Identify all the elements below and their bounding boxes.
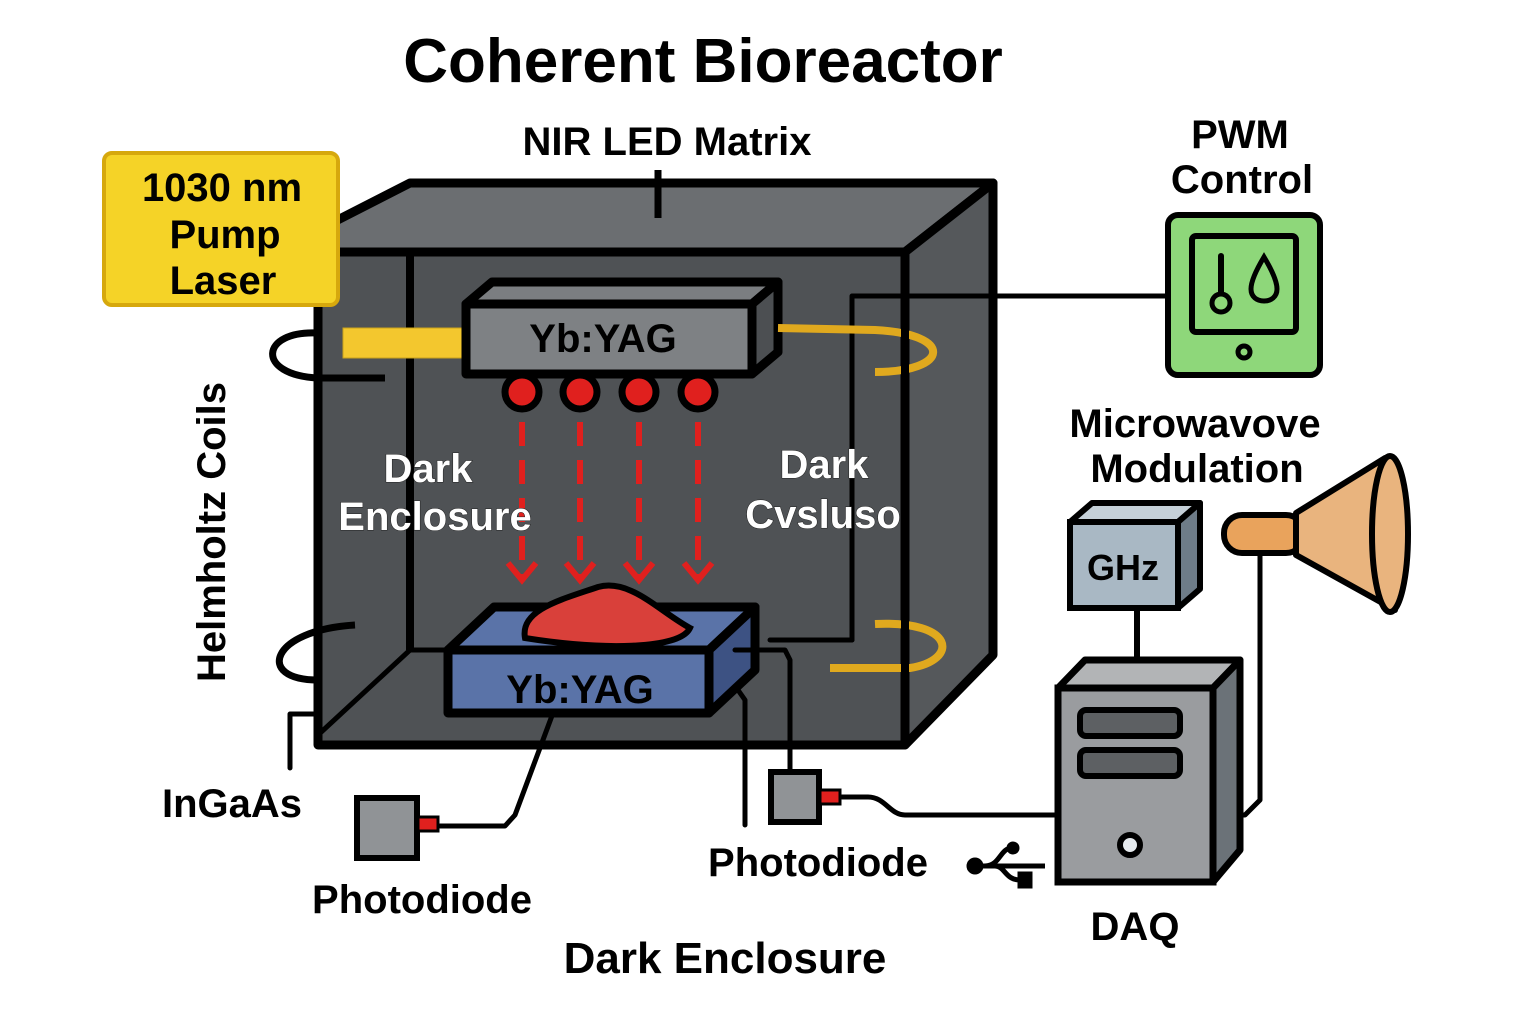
thermometer-icon bbox=[1209, 253, 1233, 315]
daq-unit bbox=[1054, 656, 1244, 886]
pump-laser-label-3: Laser bbox=[170, 259, 277, 303]
ingaas-wire bbox=[287, 711, 321, 771]
nir-led bbox=[501, 371, 543, 413]
pwm-label-1: PWM bbox=[1191, 113, 1289, 157]
enclosure-label-right-2: Cvsluso bbox=[745, 493, 901, 537]
helmholtz-label: Helmholtz Coils bbox=[190, 382, 234, 682]
diagram-title: Coherent Bioreactor bbox=[403, 27, 1002, 96]
nir-led bbox=[618, 371, 660, 413]
upper-crystal-label: Yb:YAG bbox=[529, 317, 676, 361]
lower-yb-yag-stage: Yb:YAG bbox=[443, 582, 760, 718]
nir-led bbox=[677, 371, 719, 413]
laser-beam bbox=[342, 327, 472, 359]
drive-bay bbox=[1077, 747, 1183, 779]
fiber-loop-upper bbox=[777, 324, 938, 376]
bottom-caption: Dark Enclosure bbox=[564, 934, 887, 983]
droplet-icon bbox=[1248, 252, 1280, 304]
enclosure-right-face bbox=[900, 178, 998, 750]
pwm-indicator-dot bbox=[1235, 343, 1253, 361]
ingaas-label: InGaAs bbox=[162, 782, 302, 826]
photodiode-right-feed bbox=[732, 647, 793, 775]
pwm-wire bbox=[849, 293, 1173, 643]
photodiode-left bbox=[354, 795, 440, 861]
led-matrix-label: NIR LED Matrix bbox=[523, 120, 812, 164]
inner-floor-line bbox=[315, 647, 413, 738]
photodiode-daq-wire bbox=[839, 794, 1061, 818]
microwave-horn bbox=[1221, 453, 1411, 615]
microwave-label-2: Modulation bbox=[1090, 447, 1303, 491]
enclosure-label-right-1: Dark bbox=[780, 443, 870, 487]
ghz-label: GHz bbox=[1087, 547, 1159, 588]
arrow-head bbox=[681, 561, 715, 585]
microwave-label-1: Microwavove bbox=[1069, 402, 1320, 446]
pump-laser-label-2: Pump bbox=[169, 213, 280, 257]
nir-led bbox=[559, 371, 601, 413]
pump-laser-box: 1030 nm Pump Laser bbox=[102, 151, 340, 307]
arrow-head bbox=[622, 561, 656, 585]
ghz-generator: GHz bbox=[1067, 500, 1203, 611]
drive-bay bbox=[1077, 707, 1183, 739]
arrow-head bbox=[505, 561, 539, 585]
photodiode-left-wire bbox=[437, 710, 556, 829]
upper-yb-yag-crystal: Yb:YAG bbox=[461, 277, 783, 379]
helmholtz-coil-lower bbox=[275, 621, 356, 684]
usb-icon bbox=[966, 841, 1045, 889]
lower-crystal-label: Yb:YAG bbox=[506, 668, 653, 712]
photodiode-right-label: Photodiode bbox=[708, 841, 928, 885]
photodiode-right bbox=[768, 769, 842, 825]
arrow-head bbox=[563, 561, 597, 585]
pwm-control-unit bbox=[1165, 212, 1323, 378]
photodiode-left-label: Photodiode bbox=[312, 878, 532, 922]
pump-laser-label-1: 1030 nm bbox=[142, 166, 302, 210]
power-button bbox=[1117, 832, 1143, 858]
helmholtz-coil-upper bbox=[269, 329, 385, 382]
enclosure-label-left-1: Dark bbox=[384, 447, 474, 491]
nir-led-row bbox=[501, 371, 719, 413]
photodiode-right-aux-wire bbox=[735, 687, 748, 828]
light-arrows bbox=[505, 422, 715, 585]
enclosure-label-left-2: Enclosure bbox=[338, 495, 531, 539]
biological-sample bbox=[521, 582, 694, 650]
pwm-label-2: Control bbox=[1171, 158, 1313, 202]
daq-label: DAQ bbox=[1091, 905, 1180, 949]
